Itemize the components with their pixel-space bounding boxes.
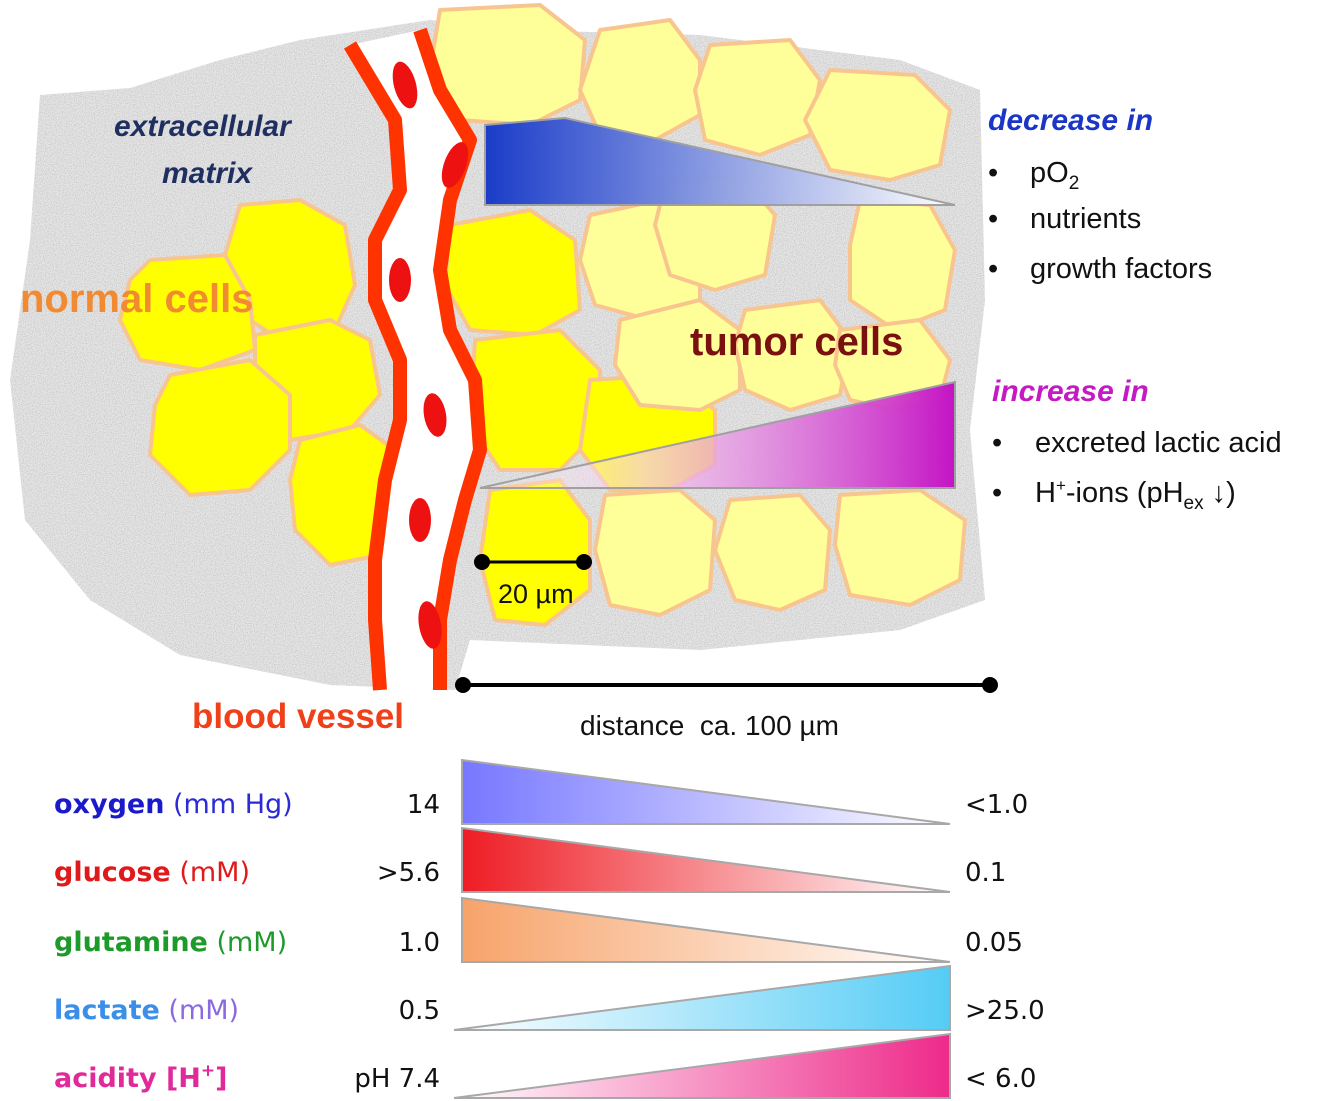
extracellular-label-line1: extracellular <box>114 110 293 143</box>
decrease-list: decrease in • pO2 • nutrients • growth factor… <box>988 104 1212 285</box>
decrease-gradient-wedge <box>484 116 956 206</box>
decrease-item: • growth factors <box>988 253 1212 285</box>
decrease-item: • nutrients <box>988 203 1141 235</box>
distance-bar: distance ca. 100 µm <box>455 677 998 741</box>
increase-heading: increase in <box>992 375 1149 408</box>
blood-vessel <box>343 27 487 691</box>
gradient-start-value: 0.5 <box>399 996 440 1026</box>
normal-cells-label: normal cells <box>20 277 253 321</box>
gradient-wedge <box>453 1032 951 1099</box>
gradient-start-value: >5.6 <box>377 858 440 888</box>
gradient-row-glucose: glucose (mM) >5.6 0.1 <box>54 826 1006 893</box>
gradient-end-value: <1.0 <box>965 790 1028 820</box>
gradient-start-value: 14 <box>407 790 440 820</box>
tumor-cell <box>613 298 742 412</box>
increase-item-text: H+-ions (pHex ↓) <box>1035 476 1236 514</box>
tumor-cell <box>803 68 952 182</box>
bullet: • <box>988 253 998 285</box>
gradient-row-oxygen: oxygen (mm Hg) 14 <1.0 <box>54 758 1028 825</box>
tumor-cells-label: tumor cells <box>690 320 903 364</box>
gradient-row-label: acidity [H+] <box>54 1061 228 1094</box>
distance-label: distance ca. 100 µm <box>580 710 839 741</box>
gradient-row-label: oxygen (mm Hg) <box>54 789 293 820</box>
gradient-row-label: lactate (mM) <box>54 995 239 1026</box>
scale-bar: 20 µm <box>474 554 592 609</box>
scale-bar-label: 20 µm <box>498 579 574 609</box>
tumor-cell <box>593 488 717 617</box>
decrease-item: • pO2 <box>988 157 1079 194</box>
gradient-wedge <box>461 896 951 963</box>
increase-list: increase in • excreted lactic acid • H+-ion… <box>992 375 1282 514</box>
gradient-end-value: >25.0 <box>965 996 1045 1026</box>
tumor-cell <box>833 488 967 607</box>
bullet: • <box>992 477 1002 509</box>
increase-item: • H+-ions (pHex ↓) <box>992 476 1236 514</box>
tumor-cell <box>713 493 832 612</box>
gradient-row-acidityh: acidity [H+] pH 7.4 < 6.0 <box>54 1032 1036 1099</box>
red-blood-cell <box>409 498 431 542</box>
red-blood-cells <box>389 61 469 649</box>
gradient-wedge <box>461 758 951 825</box>
increase-item-text: excreted lactic acid <box>1035 427 1282 459</box>
bullet: • <box>992 427 1002 459</box>
tumor-cell <box>693 38 822 157</box>
decrease-item-text: nutrients <box>1030 203 1141 235</box>
gradient-end-value: 0.05 <box>965 928 1023 958</box>
bullet: • <box>988 157 998 189</box>
decrease-item-text: growth factors <box>1030 253 1212 285</box>
tumor-cells <box>428 3 967 617</box>
normal-cell <box>443 208 582 337</box>
vessel-wall-left <box>343 41 407 691</box>
red-blood-cell <box>392 61 418 109</box>
gradient-row-label: glucose (mM) <box>54 857 250 888</box>
gradient-end-value: < 6.0 <box>965 1064 1036 1094</box>
tumor-cell <box>848 198 957 332</box>
extracellular-label-line2: matrix <box>162 157 253 190</box>
normal-cell <box>148 358 292 497</box>
increase-gradient-wedge <box>479 380 956 489</box>
red-blood-cell <box>418 601 442 649</box>
decrease-heading: decrease in <box>988 104 1153 137</box>
bullet: • <box>988 203 998 235</box>
tumor-cell <box>578 18 702 142</box>
gradient-row-lactate: lactate (mM) 0.5 >25.0 <box>54 964 1045 1031</box>
gradient-row-label: glutamine (mM) <box>54 927 287 958</box>
increase-item: • excreted lactic acid <box>992 427 1282 459</box>
gradient-row-glutamine: glutamine (mM) 1.0 0.05 <box>54 896 1023 963</box>
gradient-start-value: pH 7.4 <box>354 1064 440 1094</box>
blood-vessel-label: blood vessel <box>192 697 404 736</box>
gradient-wedge <box>453 964 951 1031</box>
tumor-cell <box>733 298 852 412</box>
gradient-wedge <box>461 826 951 893</box>
vessel-wall-right <box>413 27 487 690</box>
red-blood-cell <box>441 142 469 188</box>
gradient-end-value: 0.1 <box>965 858 1006 888</box>
red-blood-cell <box>423 393 447 437</box>
red-blood-cell <box>389 258 411 302</box>
gradient-start-value: 1.0 <box>399 928 440 958</box>
decrease-item-text: pO2 <box>1030 157 1079 194</box>
